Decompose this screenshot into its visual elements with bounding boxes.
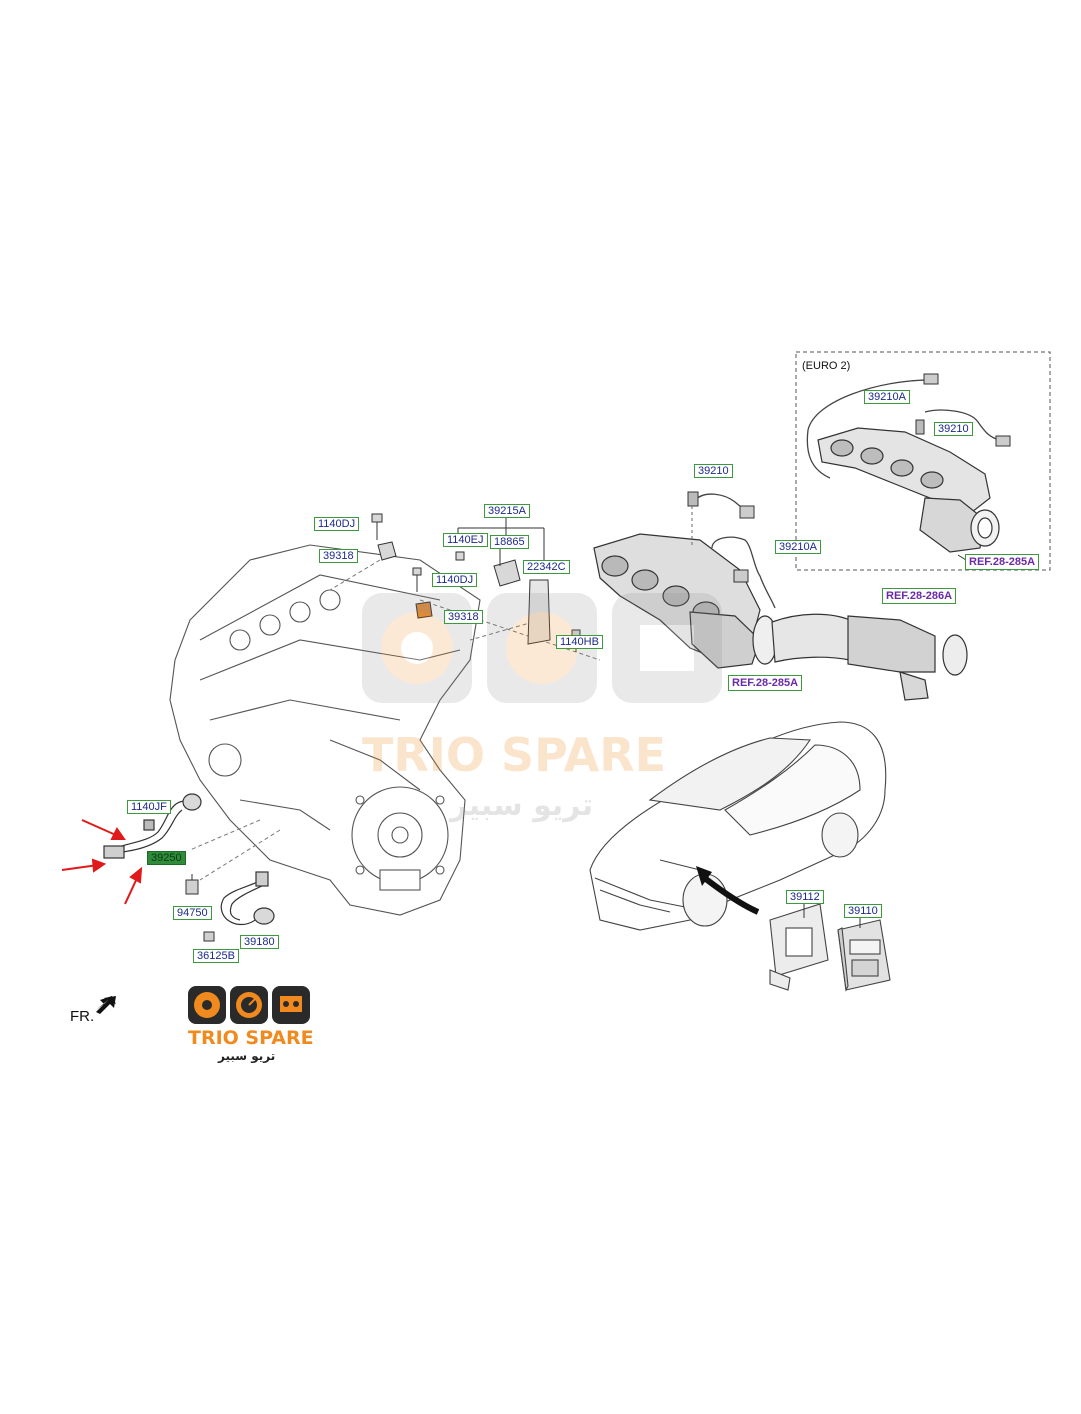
front-direction-label: FR. xyxy=(70,1008,95,1025)
euro-exhaust-manifold xyxy=(817,427,1000,553)
part-label-39112[interactable]: 39112 xyxy=(786,890,824,904)
ecu-bracket-39112 xyxy=(769,903,829,991)
front-direction-icon xyxy=(96,996,116,1014)
part-label-39210A-euro[interactable]: 39210A xyxy=(864,390,910,404)
logo-arabic-text: تريو سبير xyxy=(218,1049,276,1063)
part-label-1140HB[interactable]: 1140HB xyxy=(556,635,603,649)
connector-39210A xyxy=(733,569,749,583)
logo-brand-text: TRIO SPARE xyxy=(188,1027,314,1049)
part-label-22342C[interactable]: 22342C xyxy=(523,560,570,574)
watermark-arabic: تريو سبير xyxy=(450,788,594,823)
part-label-39210-euro[interactable]: 39210 xyxy=(934,422,973,436)
ref-label-28-286A[interactable]: REF.28-286A xyxy=(882,588,957,604)
euro-variant-title: (EURO 2) xyxy=(802,360,851,372)
part-label-39318-a[interactable]: 39318 xyxy=(319,549,358,563)
watermark-logo xyxy=(362,593,722,703)
part-label-39210[interactable]: 39210 xyxy=(694,464,733,478)
euro-ref-leader xyxy=(957,554,967,561)
connector-39210 xyxy=(739,505,755,519)
ref-label-28-285A[interactable]: REF.28-285A xyxy=(728,675,803,691)
part-label-39215A[interactable]: 39215A xyxy=(484,504,530,518)
part-label-39210A[interactable]: 39210A xyxy=(775,540,821,554)
logo-brand: TRIO SPARE xyxy=(188,1027,314,1049)
small-parts xyxy=(371,513,581,652)
knock-sensor-39250 xyxy=(103,793,202,859)
part-label-94750[interactable]: 94750 xyxy=(173,906,212,920)
part-label-1140DJ-b[interactable]: 1140DJ xyxy=(432,573,478,587)
part-label-1140EJ[interactable]: 1140EJ xyxy=(443,533,488,547)
part-label-39110[interactable]: 39110 xyxy=(844,904,882,918)
part-label-39250-selected[interactable]: 39250 xyxy=(147,851,186,865)
engine-block xyxy=(169,544,481,916)
euro-variant-box xyxy=(795,351,1051,571)
euro-connector-a xyxy=(923,373,939,385)
ecu-location-arrow xyxy=(700,873,760,915)
watermark-brand: TRIO SPARE xyxy=(362,728,667,782)
ecu-39110 xyxy=(837,919,891,992)
part-label-1140DJ-a[interactable]: 1140DJ xyxy=(314,517,360,531)
sensor-39180 xyxy=(220,871,275,926)
part-label-39318-b[interactable]: 39318 xyxy=(444,610,483,624)
front-pipe-catalyst xyxy=(771,613,968,701)
euro-sensor-wire-b xyxy=(924,409,1001,441)
sensor-39210 xyxy=(687,491,699,507)
vehicle-illustration xyxy=(589,721,887,931)
sensor-94750 xyxy=(185,874,199,895)
euro-sensor-wire-a xyxy=(806,379,931,479)
ecu-arrow-head xyxy=(696,866,712,886)
ref-label-28-285A-euro[interactable]: REF.28-285A xyxy=(965,554,1040,570)
part-label-36125B[interactable]: 36125B xyxy=(193,949,239,963)
part-label-1140JF[interactable]: 1140JF xyxy=(127,800,171,814)
highlight-arrows xyxy=(61,819,143,905)
euro-connector-b xyxy=(995,435,1011,447)
euro-sensor-b xyxy=(915,419,925,435)
sensor-wire-39210A xyxy=(711,536,776,609)
exhaust-manifold xyxy=(593,533,778,669)
part-label-18865[interactable]: 18865 xyxy=(490,535,529,549)
brand-logo xyxy=(188,986,310,1024)
bolt-36125B xyxy=(203,931,215,942)
part-label-39180[interactable]: 39180 xyxy=(240,935,279,949)
